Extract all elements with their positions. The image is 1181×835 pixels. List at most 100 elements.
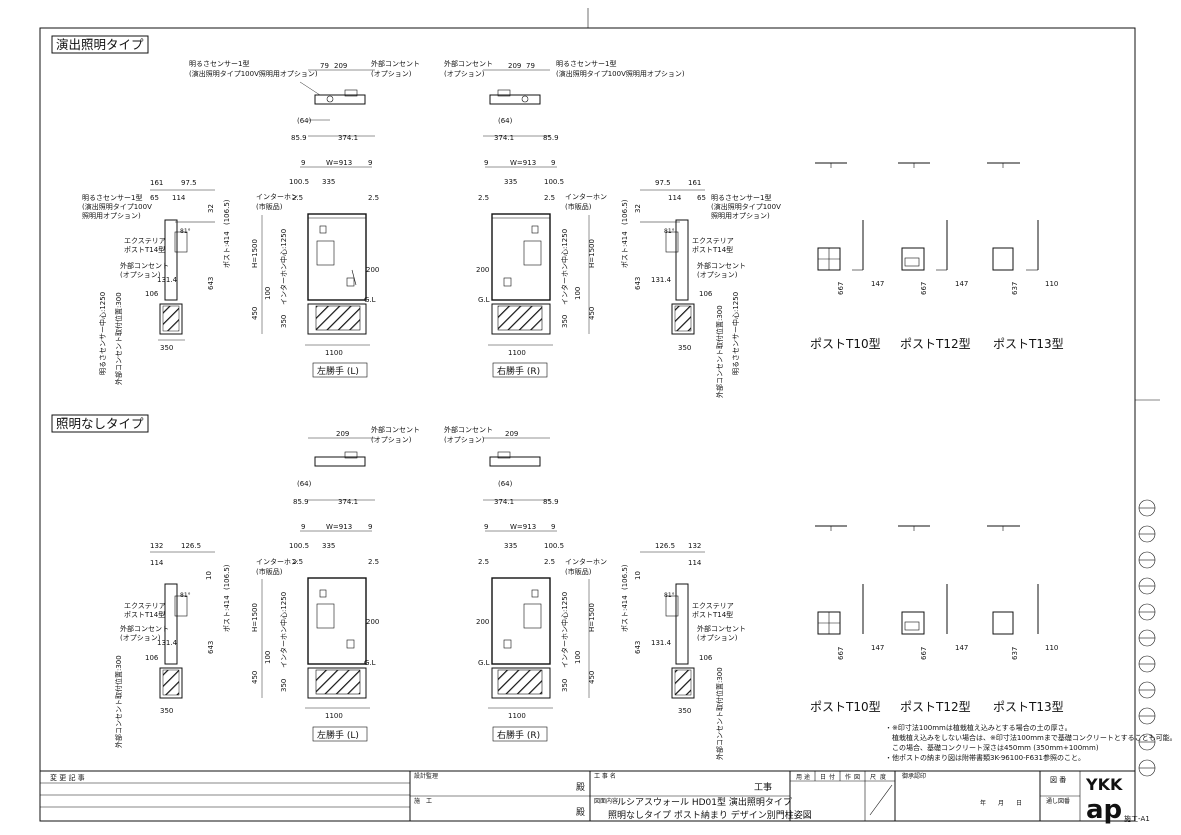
svg-text:450: 450 [588, 307, 596, 320]
svg-text:131.4: 131.4 [651, 276, 672, 284]
svg-text:明るさセンサー中心:1250: 明るさセンサー中心:1250 [731, 292, 740, 375]
svg-text:工 事 名: 工 事 名 [594, 772, 616, 780]
svg-text:(106.5): (106.5) [621, 199, 629, 225]
svg-text:114: 114 [150, 559, 164, 567]
svg-text:2.5: 2.5 [544, 558, 555, 566]
svg-text:(64): (64) [297, 480, 312, 488]
svg-text:65: 65 [150, 194, 159, 202]
svg-text:(オプション): (オプション) [444, 70, 485, 78]
svg-text:335: 335 [322, 178, 335, 186]
svg-text:100.5: 100.5 [544, 542, 564, 550]
svg-text:(市販品): (市販品) [565, 567, 592, 576]
svg-text:右勝手 (R): 右勝手 (R) [497, 729, 540, 741]
svg-text:(106.5): (106.5) [223, 564, 231, 590]
svg-text:209: 209 [505, 430, 518, 438]
title-block: 変 更 記 事 設計監理 殿 施 工 殿 工 事 名 工事 図面内容 ルシアスウ… [40, 770, 1150, 825]
svg-text:643: 643 [207, 277, 215, 290]
svg-text:106: 106 [699, 654, 713, 662]
svg-text:図: 図 [854, 774, 860, 781]
svg-text:(演出照明タイプ100V: (演出照明タイプ100V [82, 202, 152, 211]
svg-text:132: 132 [150, 542, 163, 550]
svg-text:外部コンセント: 外部コンセント [697, 261, 746, 270]
svg-text:106: 106 [699, 290, 713, 298]
svg-text:1100: 1100 [325, 349, 343, 357]
svg-text:御承認印: 御承認印 [902, 772, 926, 780]
svg-text:外部コンセント取付位置:300: 外部コンセント取付位置:300 [715, 305, 724, 398]
revision-circles [1138, 499, 1156, 777]
svg-text:外部コンセント取付位置:300: 外部コンセント取付位置:300 [715, 667, 724, 760]
svg-text:2.5: 2.5 [368, 194, 379, 202]
svg-text:81°: 81° [180, 228, 191, 235]
svg-text:209: 209 [508, 62, 521, 70]
svg-text:年 月 日: 年 月 日 [980, 799, 1022, 807]
svg-text:1100: 1100 [508, 349, 526, 357]
svg-text:外部コンセント: 外部コンセント [371, 59, 420, 68]
svg-text:450: 450 [251, 307, 259, 320]
svg-text:(オプション): (オプション) [120, 634, 161, 642]
svg-text:外部コンセント取付位置:300: 外部コンセント取付位置:300 [114, 292, 123, 385]
svg-text:643: 643 [634, 641, 642, 654]
svg-text:79: 79 [320, 62, 329, 70]
svg-text:(オプション): (オプション) [697, 271, 738, 279]
svg-text:施 工: 施 工 [414, 797, 432, 805]
svg-text:明るさセンサー1型: 明るさセンサー1型 [711, 193, 771, 202]
top-post-details: 667 147 ポストT10型 667 147 ポストT12型 637 110 … [810, 162, 1064, 351]
svg-text:右勝手 (R): 右勝手 (R) [497, 365, 540, 377]
svg-text:2.5: 2.5 [368, 558, 379, 566]
svg-text:1100: 1100 [325, 712, 343, 720]
svg-text:尺: 尺 [870, 774, 876, 781]
svg-text:明るさセンサー1型: 明るさセンサー1型 [556, 59, 616, 68]
svg-text:350: 350 [160, 344, 173, 352]
svg-text:外部コンセント: 外部コンセント [444, 59, 493, 68]
svg-text:106: 106 [145, 290, 159, 298]
svg-text:ポスト:414: ポスト:414 [621, 231, 629, 268]
svg-text:9: 9 [551, 523, 555, 531]
svg-text:施工-A1: 施工-A1 [1124, 814, 1150, 823]
svg-text:ポストT14型: ポストT14型 [692, 245, 733, 254]
svg-text:9: 9 [484, 159, 488, 167]
svg-text:643: 643 [634, 277, 642, 290]
svg-text:(市販品): (市販品) [256, 567, 283, 576]
svg-text:設計監理: 設計監理 [414, 772, 438, 780]
bottom-right-elevation: 209 外部コンセント (オプション) (64) 374.1 85.9 9 W=… [444, 425, 746, 760]
svg-text:ポスト:414: ポスト:414 [223, 231, 231, 268]
top-right-elevation: 209 79 外部コンセント (オプション) 明るさセンサー1型 (演出照明タイ… [444, 59, 781, 398]
svg-text:81°: 81° [664, 592, 675, 599]
svg-text:110: 110 [1045, 644, 1058, 652]
svg-text:ポスト:414: ポスト:414 [223, 595, 231, 632]
svg-text:65: 65 [697, 194, 706, 202]
svg-text:照明なしタイプ ポスト納まり デザイン別門柱姿図: 照明なしタイプ ポスト納まり デザイン別門柱姿図 [608, 809, 812, 821]
svg-text:374.1: 374.1 [494, 498, 514, 506]
svg-text:667: 667 [920, 647, 928, 660]
svg-text:643: 643 [207, 641, 215, 654]
svg-text:ポスト:414: ポスト:414 [621, 595, 629, 632]
svg-text:161: 161 [688, 179, 701, 187]
svg-text:W=913: W=913 [326, 159, 352, 167]
svg-text:外部コンセント: 外部コンセント [120, 261, 169, 270]
svg-text:667: 667 [837, 282, 845, 295]
svg-text:(オプション): (オプション) [371, 70, 412, 78]
svg-text:H=1500: H=1500 [251, 603, 259, 632]
svg-text:131.4: 131.4 [651, 639, 672, 647]
svg-text:114: 114 [668, 194, 682, 202]
svg-text:(演出照明タイプ100V: (演出照明タイプ100V [711, 202, 781, 211]
svg-text:(オプション): (オプション) [444, 436, 485, 444]
svg-text:通し図番: 通し図番 [1046, 797, 1070, 805]
svg-text:インターホン: インターホン [256, 557, 298, 566]
svg-text:G.L: G.L [364, 659, 376, 667]
ykk-logo: YKK [1085, 775, 1123, 794]
svg-text:明るさセンサー1型: 明るさセンサー1型 [189, 59, 249, 68]
svg-text:100.5: 100.5 [544, 178, 564, 186]
svg-text:ポストT10型: ポストT10型 [810, 700, 881, 714]
svg-text:147: 147 [955, 644, 968, 652]
svg-text:ルシアスウォール HD01型 演出照明タイプ: ルシアスウォール HD01型 演出照明タイプ [617, 796, 792, 808]
svg-text:10: 10 [634, 571, 642, 580]
svg-text:(106.5): (106.5) [621, 564, 629, 590]
svg-text:350: 350 [280, 315, 288, 328]
svg-text:照明なしタイプ: 照明なしタイプ [56, 416, 144, 431]
svg-text:10: 10 [205, 571, 213, 580]
svg-text:100.5: 100.5 [289, 178, 309, 186]
svg-text:外部コンセント: 外部コンセント [444, 425, 493, 434]
svg-text:147: 147 [955, 280, 968, 288]
sheet-border [39, 27, 1136, 822]
